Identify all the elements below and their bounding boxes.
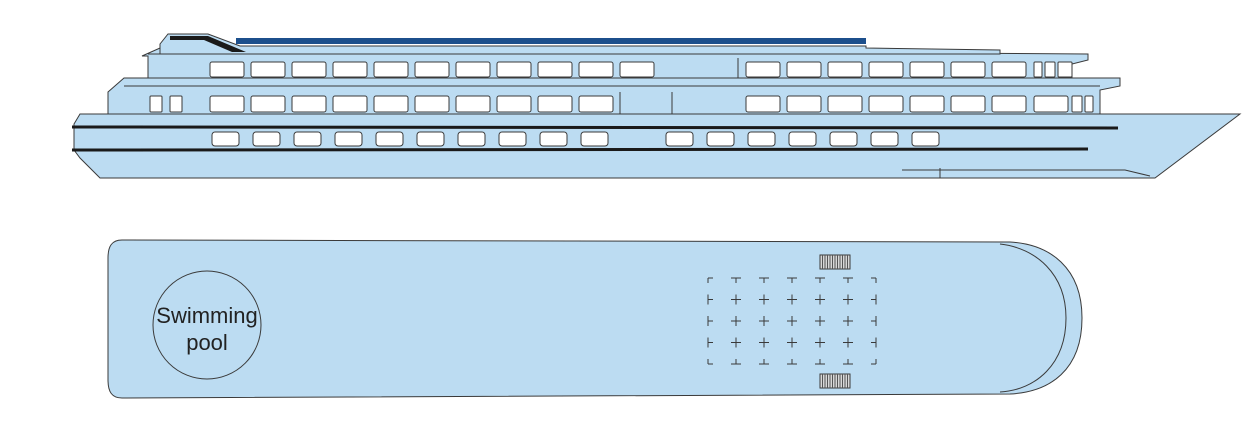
cabin-window xyxy=(209,95,245,113)
porthole-window xyxy=(457,131,486,147)
wheelhouse-stripe xyxy=(170,36,246,52)
cabin-window xyxy=(827,61,863,78)
cabin-window xyxy=(169,95,183,113)
porthole-window xyxy=(539,131,568,147)
porthole-window xyxy=(580,131,609,147)
cabin-window xyxy=(827,95,863,113)
porthole-window xyxy=(747,131,776,147)
cabin-window xyxy=(1084,95,1094,113)
porthole-window xyxy=(829,131,858,147)
porthole-window xyxy=(211,131,240,147)
deck-inner-bow-line xyxy=(999,243,1067,393)
cabin-window xyxy=(745,61,781,78)
cabin-window xyxy=(868,95,904,113)
cabin-window xyxy=(786,61,822,78)
deck-chair-grid xyxy=(707,277,877,365)
cabin-window xyxy=(950,61,986,78)
porthole-window xyxy=(334,131,363,147)
cabin-window xyxy=(209,61,245,78)
cabin-window xyxy=(332,61,368,78)
ship-side-view xyxy=(71,33,1242,179)
swimming-pool xyxy=(152,270,262,380)
porthole-window xyxy=(252,131,281,147)
cabin-window xyxy=(1033,61,1043,78)
cabin-window xyxy=(496,61,532,78)
ship-deck-plan: Swimming pool xyxy=(107,239,1083,399)
cabin-window xyxy=(786,95,822,113)
cabin-window xyxy=(414,61,450,78)
cabin-window xyxy=(745,95,781,113)
cabin-window xyxy=(1071,95,1083,113)
stairs-top xyxy=(819,254,851,270)
middle-deck-windows xyxy=(149,95,1094,113)
cabin-window xyxy=(991,61,1027,78)
cabin-window xyxy=(291,95,327,113)
cabin-window xyxy=(1033,95,1069,113)
roof-accent-stripe xyxy=(236,38,866,44)
cabin-window xyxy=(250,61,286,78)
porthole-window xyxy=(375,131,404,147)
porthole-window xyxy=(788,131,817,147)
cabin-window xyxy=(250,95,286,113)
porthole-window xyxy=(416,131,445,147)
stairs-bottom xyxy=(819,373,851,389)
cabin-window xyxy=(373,95,409,113)
hull-stripe-top xyxy=(71,125,1119,130)
porthole-window xyxy=(665,131,694,147)
deck-outer-outline xyxy=(107,239,1083,399)
pool-label-line2: pool xyxy=(186,330,228,355)
cabin-window xyxy=(291,61,327,78)
cabin-window xyxy=(149,95,163,113)
cabin-window xyxy=(909,95,945,113)
cabin-window xyxy=(455,95,491,113)
cabin-window xyxy=(950,95,986,113)
hull-portholes xyxy=(211,131,940,147)
pool-label-line1: Swimming xyxy=(156,303,257,328)
porthole-window xyxy=(870,131,899,147)
cabin-window xyxy=(537,61,573,78)
upper-deck-windows xyxy=(209,61,1073,78)
cabin-window xyxy=(991,95,1027,113)
cabin-window xyxy=(1044,61,1056,78)
bow-detail-line xyxy=(902,169,1151,177)
porthole-window xyxy=(911,131,940,147)
porthole-window xyxy=(293,131,322,147)
cabin-window xyxy=(868,61,904,78)
cabin-window xyxy=(332,95,368,113)
lower-hull xyxy=(73,113,1242,179)
cabin-window xyxy=(496,95,532,113)
hull-stripe-bottom xyxy=(71,147,1089,152)
cabin-window xyxy=(909,61,945,78)
cabin-window xyxy=(578,61,614,78)
cabin-window xyxy=(537,95,573,113)
cabin-window xyxy=(414,95,450,113)
cabin-window xyxy=(619,61,655,78)
porthole-window xyxy=(706,131,735,147)
cabin-window xyxy=(578,95,614,113)
cabin-window xyxy=(455,61,491,78)
cabin-window xyxy=(1057,61,1073,78)
cabin-window xyxy=(373,61,409,78)
porthole-window xyxy=(498,131,527,147)
